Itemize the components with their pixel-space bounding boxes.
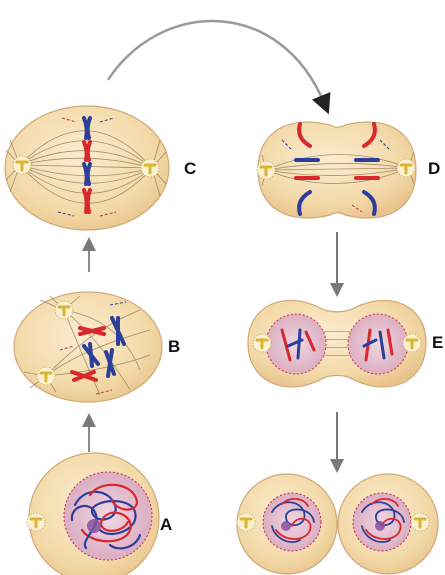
label-stage-e: E <box>432 333 443 352</box>
cell-stage-a <box>27 453 159 575</box>
cell-stage-d <box>257 122 416 218</box>
daughter-cell-right <box>338 474 438 574</box>
label-stage-d: D <box>428 159 440 178</box>
centrosome-icon <box>55 301 73 319</box>
centrosome-icon <box>411 513 429 531</box>
cell-stage-b <box>14 292 162 402</box>
arrow-c-to-d <box>108 21 325 105</box>
centrosome-icon <box>403 334 421 352</box>
centrosome-icon <box>257 161 275 179</box>
centrosome-icon <box>141 159 159 177</box>
centrosome-icon <box>27 513 45 531</box>
centrosome-icon <box>237 513 255 531</box>
centrosome-icon <box>397 159 415 177</box>
nucleolus <box>87 519 101 533</box>
cell-stage-c <box>5 106 169 230</box>
centrosome-icon <box>37 367 55 385</box>
nucleolus <box>375 521 385 531</box>
centrosome-icon <box>13 156 31 174</box>
cell-stage-e <box>248 300 426 387</box>
nucleolus <box>281 521 291 531</box>
daughter-cell-left <box>237 474 337 574</box>
label-stage-c: C <box>184 159 196 178</box>
label-stage-a: A <box>160 515 172 534</box>
label-stage-b: B <box>168 337 180 356</box>
centrosome-icon <box>253 334 271 352</box>
